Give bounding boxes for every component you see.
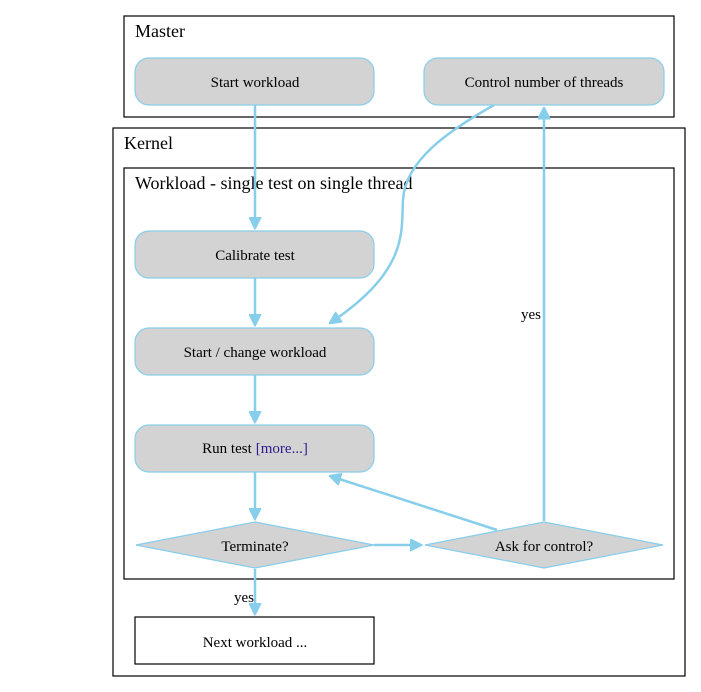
- node-run-test[interactable]: Run test[more...]: [134, 424, 375, 473]
- cluster-master: Master: [123, 15, 675, 118]
- node-start-workload-label: Start workload: [211, 75, 300, 91]
- edge-label-yes-control: yes: [521, 307, 541, 323]
- edge-label-yes-next: yes: [234, 590, 254, 606]
- cluster-kernel-label: Kernel: [124, 133, 173, 153]
- node-ask-control-diamond[interactable]: [424, 521, 664, 569]
- cluster-workload-border: [123, 167, 675, 580]
- node-run-test-label: Run test[more...]: [202, 441, 308, 457]
- node-calibrate-test[interactable]: Calibrate test: [134, 230, 375, 279]
- node-terminate-label: Terminate?: [221, 539, 289, 555]
- cluster-kernel: Kernel: [112, 127, 686, 677]
- node-terminate[interactable]: Terminate?: [135, 521, 375, 569]
- cluster-master-border: [123, 15, 675, 118]
- cluster-master-label: Master: [135, 21, 185, 41]
- edge-control-to-start-change: [330, 103, 495, 323]
- node-ask-control-label: Ask for control?: [495, 539, 594, 555]
- node-control-threads-box[interactable]: [423, 57, 665, 106]
- node-ask-control[interactable]: Ask for control?: [424, 521, 664, 569]
- node-start-change-workload-label: Start / change workload: [184, 345, 327, 361]
- edge-ask-to-run: [330, 476, 498, 532]
- node-next-workload[interactable]: Next workload ...: [134, 616, 375, 665]
- node-control-threads-label: Control number of threads: [465, 75, 624, 91]
- cluster-workload-label: Workload - single test on single thread: [135, 173, 413, 193]
- node-start-workload-box[interactable]: [134, 57, 375, 106]
- more-link[interactable]: [more...]: [256, 441, 308, 457]
- node-start-change-workload[interactable]: Start / change workload: [134, 327, 375, 376]
- node-control-threads[interactable]: Control number of threads: [423, 57, 665, 106]
- node-next-workload-label: Next workload ...: [203, 635, 308, 651]
- run-test-text: Run test: [202, 441, 252, 457]
- node-start-change-workload-box[interactable]: [134, 327, 375, 376]
- node-terminate-diamond[interactable]: [135, 521, 375, 569]
- node-calibrate-test-label: Calibrate test: [215, 248, 295, 264]
- cluster-workload: Workload - single test on single thread: [123, 167, 675, 580]
- cluster-kernel-border: [112, 127, 686, 677]
- edges: [255, 103, 544, 614]
- node-next-workload-box[interactable]: [134, 616, 375, 665]
- node-calibrate-test-box[interactable]: [134, 230, 375, 279]
- node-start-workload[interactable]: Start workload: [134, 57, 375, 106]
- node-run-test-box[interactable]: [134, 424, 375, 473]
